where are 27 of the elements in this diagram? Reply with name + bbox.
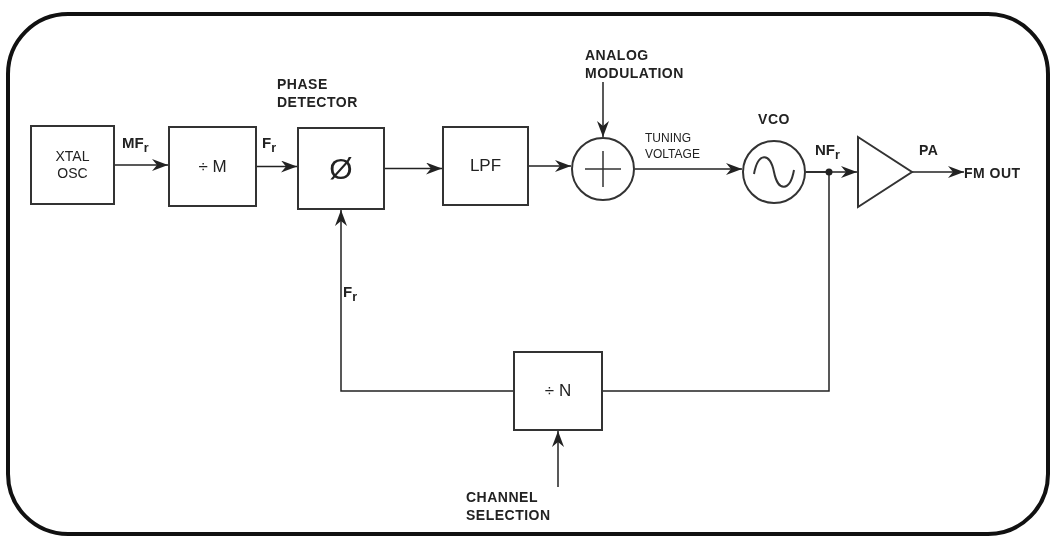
- amplifier-triangle: [857, 136, 912, 208]
- input-label: ANALOG MODULATION: [585, 46, 695, 82]
- arrow: [114, 159, 169, 171]
- edge-label: MF$_{r}$: [122, 134, 149, 155]
- edge-label: TUNING VOLTAGE: [645, 131, 701, 163]
- arrow: [634, 163, 743, 175]
- filter-box: LPF: [442, 126, 529, 206]
- arrow: [335, 209, 514, 392]
- arrow: [597, 81, 609, 138]
- edge-label: F$_{r}$: [262, 134, 277, 155]
- edge-label: NF$_{r}$: [815, 141, 840, 162]
- phase-detector-box: Ø: [297, 127, 385, 210]
- summing-junction-circle: [571, 137, 635, 201]
- arrow: [256, 160, 298, 173]
- edge-label: F$_{r}$: [343, 283, 358, 304]
- input-label: CHANNEL SELECTION: [466, 487, 586, 525]
- arrow: [528, 160, 572, 172]
- block-title: VCO: [757, 110, 791, 129]
- arrow: [552, 430, 564, 488]
- arrow: [911, 166, 965, 178]
- arrow: [384, 162, 443, 175]
- block-title: PHASE DETECTOR: [277, 75, 359, 112]
- oscillator-box: XTAL OSC: [30, 125, 115, 205]
- output-label: FM OUT: [964, 162, 1052, 184]
- connector-line: [602, 171, 830, 392]
- block-title: PA: [919, 141, 940, 160]
- oscillator-circle: [742, 140, 806, 204]
